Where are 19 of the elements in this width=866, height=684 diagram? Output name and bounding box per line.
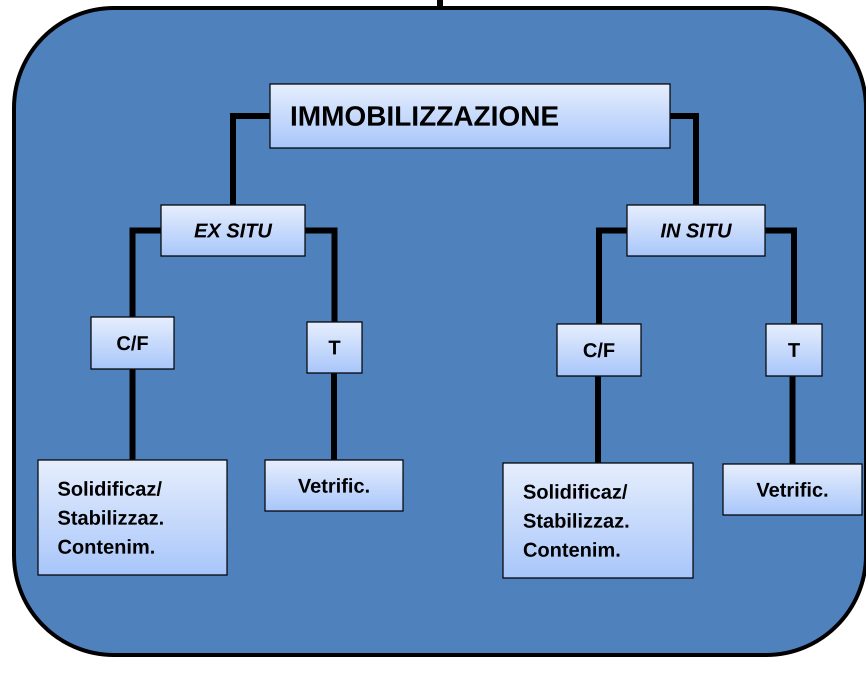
method-box: Vetrific.	[264, 459, 404, 512]
category-box: C/F	[90, 316, 175, 370]
category-box: IN SITU	[626, 204, 766, 257]
connector-line	[331, 374, 337, 460]
category-box: T	[765, 323, 823, 377]
method-box: Solidificaz/ Stabilizzaz. Contenim.	[37, 459, 228, 576]
connector-line	[130, 370, 136, 460]
method-box: Vetrific.	[722, 463, 863, 516]
connector-line	[670, 113, 699, 204]
category-box: EX SITU	[160, 204, 306, 257]
category-box: C/F	[556, 323, 642, 377]
category-box: T	[306, 321, 363, 374]
title-box: IMMOBILIZZAZIONE	[269, 83, 671, 149]
connector-line	[437, 0, 443, 6]
connector-line	[595, 376, 601, 462]
connector-line	[790, 376, 796, 464]
connector-line	[306, 228, 338, 322]
connector-line	[230, 113, 270, 204]
method-box: Solidificaz/ Stabilizzaz. Contenim.	[502, 462, 694, 579]
